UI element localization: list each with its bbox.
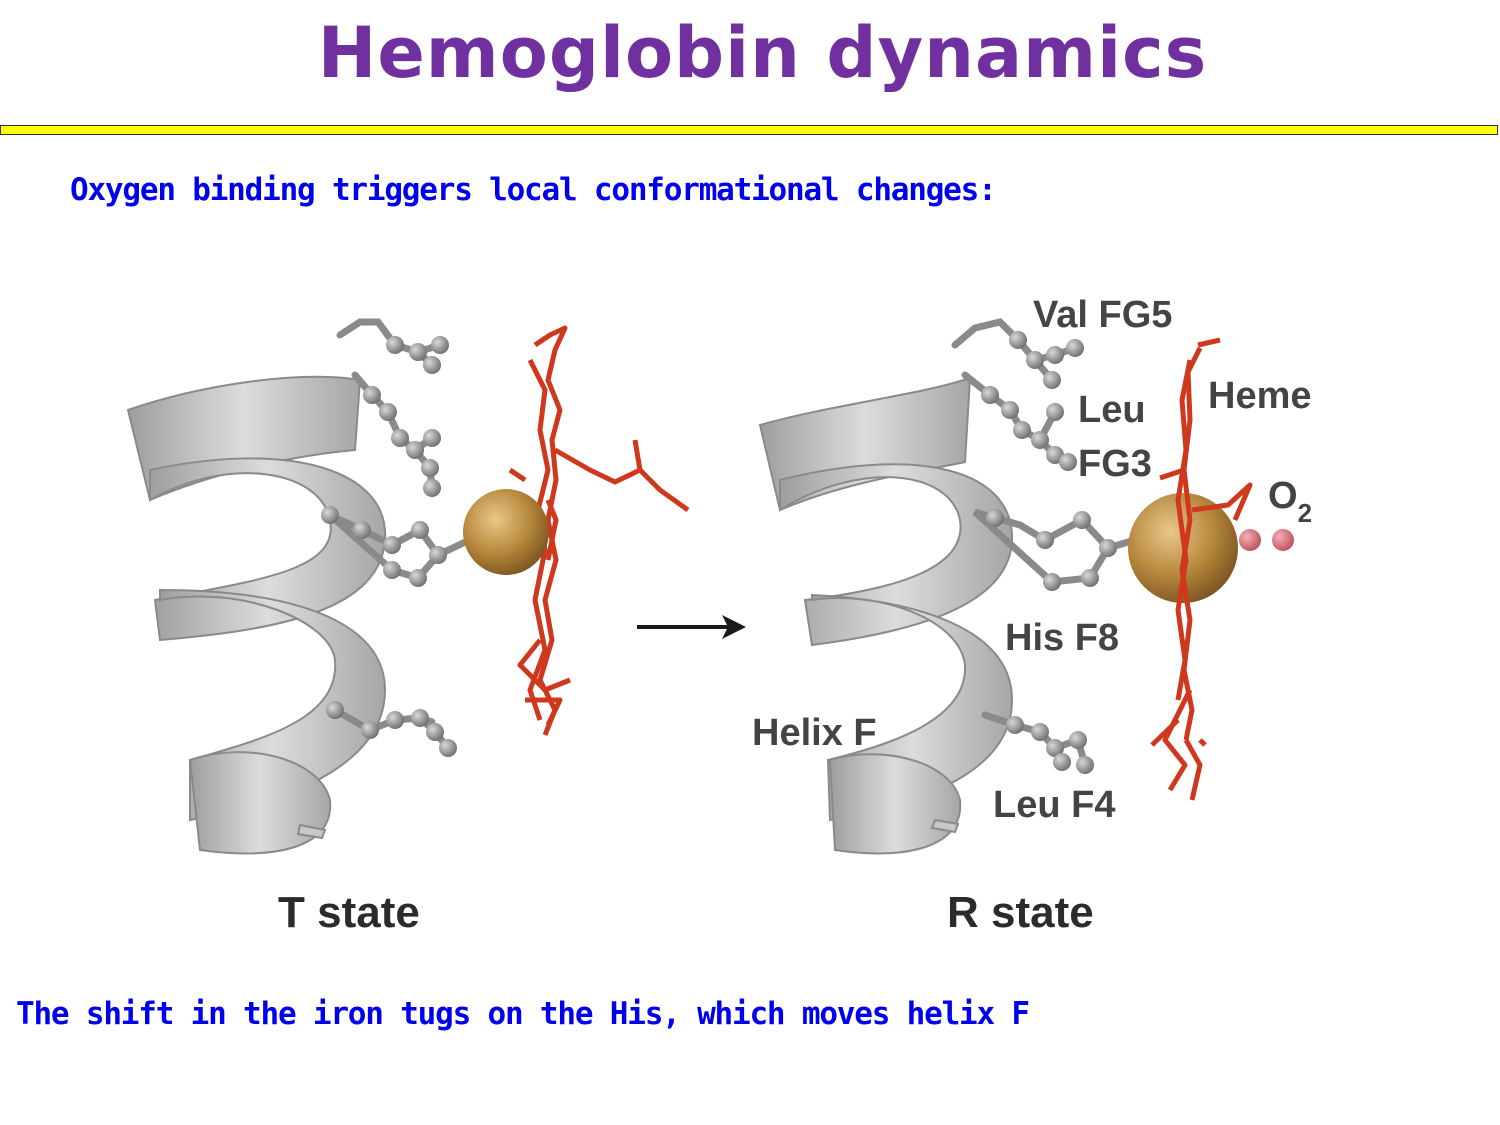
label-o2-main: O (1268, 475, 1298, 517)
slide-title: Hemoglobin dynamics (317, 12, 1208, 94)
t-state-iron-atom (463, 489, 549, 575)
r-state-heme (1150, 337, 1253, 801)
r-state-atoms (981, 331, 1117, 774)
r-state-helix-ribbon (758, 376, 1014, 855)
t-state-structure (126, 318, 690, 855)
r-state-oxygen-molecule (1239, 529, 1294, 551)
label-val-fg5: Val FG5 (1033, 294, 1172, 336)
t-state-helix-ribbon (126, 375, 387, 855)
transition-arrow (637, 615, 746, 639)
label-heme: Heme (1208, 375, 1312, 417)
label-o2-subscript: 2 (1298, 498, 1312, 528)
label-his-f8: His F8 (1005, 617, 1119, 659)
slide-caption: The shift in the iron tugs on the His, w… (16, 996, 1030, 1032)
r-state-structure (758, 318, 1294, 855)
slide-subtitle: Oxygen binding triggers local conformati… (70, 172, 997, 208)
label-r-state: R state (947, 888, 1094, 937)
figure-labels: Val FG5 Heme Leu FG3 O2 His F8 Helix F L… (278, 294, 1312, 937)
label-fg3: FG3 (1078, 443, 1152, 485)
label-t-state: T state (278, 888, 420, 937)
label-leu-f4: Leu F4 (993, 784, 1115, 826)
title-divider (0, 125, 1498, 135)
t-state-atoms (321, 336, 457, 757)
label-helix-f: Helix F (752, 712, 877, 754)
label-o2: O2 (1268, 475, 1312, 528)
label-leu: Leu (1078, 389, 1146, 431)
